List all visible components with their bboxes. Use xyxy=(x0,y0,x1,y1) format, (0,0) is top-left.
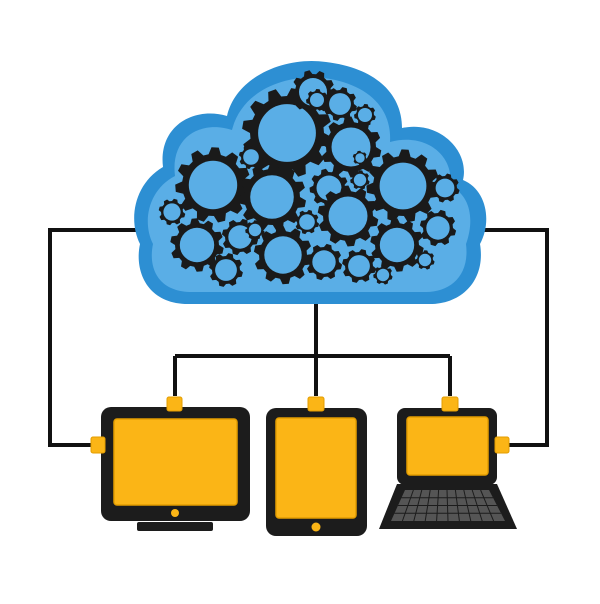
laptop-screen xyxy=(406,416,489,476)
gear-icon xyxy=(323,87,357,121)
monitor-stand xyxy=(137,522,213,531)
keyboard-column-line xyxy=(436,489,440,522)
gear-icon xyxy=(237,162,306,231)
gear-icon xyxy=(419,209,457,247)
gear-icon xyxy=(370,218,424,272)
laptop-icon xyxy=(379,396,517,529)
devices-group xyxy=(90,396,517,536)
monitor-icon xyxy=(90,396,250,531)
monitor-screen xyxy=(113,418,238,506)
keyboard-column-line xyxy=(401,489,414,522)
keyboard-column-line xyxy=(424,489,431,522)
gear-icon xyxy=(354,104,376,126)
gear-cluster xyxy=(158,70,460,287)
laptop-side-connector xyxy=(494,436,510,454)
tablet-connector xyxy=(307,396,325,412)
gear-icon xyxy=(342,249,376,283)
keyboard-column-line xyxy=(413,489,423,522)
gear-icon xyxy=(294,209,320,235)
gear-icon xyxy=(317,185,379,247)
keyboard-column-line xyxy=(454,489,460,522)
gear-icon xyxy=(209,253,243,287)
gear-icon xyxy=(305,243,343,281)
gear-icon xyxy=(350,170,370,190)
monitor-power-button xyxy=(171,509,179,517)
wire-cloud-to-laptop-side xyxy=(475,228,549,447)
gear-icon xyxy=(430,173,460,203)
gear-icon xyxy=(170,218,224,272)
gear-icon xyxy=(352,150,368,166)
keyboard-column-line xyxy=(480,489,495,522)
cloud-icon xyxy=(134,60,487,304)
wire-cloud-to-monitor-side xyxy=(48,228,150,447)
tablet-icon xyxy=(266,396,367,536)
monitor-connector xyxy=(166,396,183,412)
gear-icon xyxy=(415,250,435,270)
connection-wires xyxy=(48,228,549,447)
laptop-keyboard-grid xyxy=(394,489,501,522)
keyboard-column-line xyxy=(446,489,449,522)
tablet-home-button xyxy=(311,522,321,532)
tablet-screen xyxy=(275,417,357,519)
gear-icon xyxy=(158,198,186,226)
gear-icon xyxy=(373,265,393,285)
gear-icon xyxy=(253,225,313,285)
gear-icon xyxy=(238,144,264,170)
monitor-side-connector xyxy=(90,436,106,454)
keyboard-column-line xyxy=(463,489,472,522)
gear-icon xyxy=(366,149,440,223)
laptop-connector xyxy=(441,396,459,412)
gear-icon xyxy=(306,89,328,111)
gear-icon xyxy=(245,220,265,240)
keyboard-column-line xyxy=(471,489,483,522)
gear-icon xyxy=(175,147,251,223)
